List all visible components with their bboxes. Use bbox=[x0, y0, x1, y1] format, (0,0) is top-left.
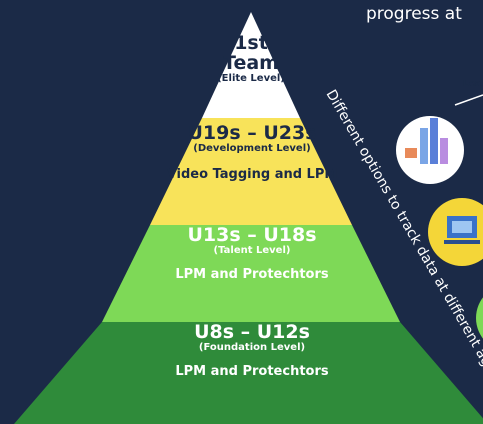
gear-icon bbox=[428, 198, 483, 266]
analytics-icon bbox=[396, 116, 464, 184]
talent-subtitle: (Talent Level) bbox=[213, 244, 291, 256]
foundation-tools: LPM and Protechtors bbox=[175, 364, 329, 380]
talent-level: U13s – U18s (Talent Level) LPM and Prote… bbox=[130, 224, 374, 283]
settings-icon bbox=[476, 297, 483, 339]
pyramid-elite-band bbox=[202, 12, 300, 118]
foundation-subtitle: (Foundation Level) bbox=[198, 341, 306, 353]
pyramid-talent-band bbox=[102, 225, 400, 322]
elite-title: 1st Team bbox=[223, 32, 279, 74]
foundation-level: U8s – U12s (Foundation Level) LPM and Pr… bbox=[100, 321, 404, 380]
pyramid-foundation-band bbox=[14, 322, 483, 424]
development-level: U19s – U23s (Development Level) Video Ta… bbox=[154, 122, 350, 183]
pyramid-development-band bbox=[150, 118, 352, 225]
elite-level: 1st Team (Elite Level) bbox=[208, 32, 294, 84]
development-subtitle: (Development Level) bbox=[193, 142, 311, 154]
talent-title: U13s – U18s bbox=[187, 224, 317, 246]
side-label: Lea bbox=[463, 79, 481, 89]
foundation-title: U8s – U12s bbox=[194, 321, 310, 343]
connector-line bbox=[454, 94, 483, 106]
talent-tools: LPM and Protechtors bbox=[175, 267, 329, 283]
development-title: U19s – U23s bbox=[187, 122, 317, 144]
development-tools: Video Tagging and LPM bbox=[166, 167, 338, 183]
header-text: progress at bbox=[366, 4, 462, 24]
elite-subtitle: (Elite Level) bbox=[217, 72, 285, 84]
